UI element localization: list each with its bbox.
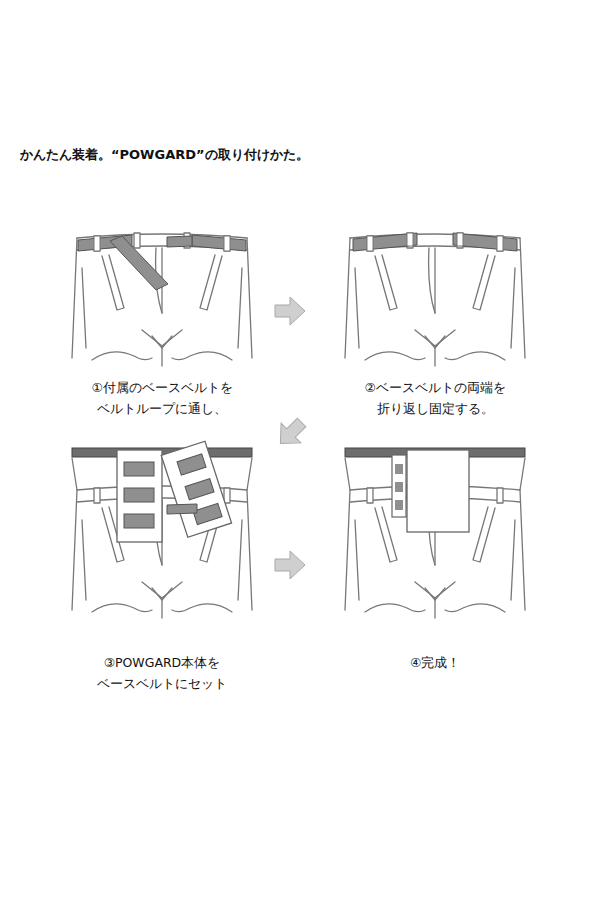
step-illustration bbox=[72, 441, 252, 618]
step-caption: ③POWGARD本体を ベースベルトにセット bbox=[62, 652, 262, 695]
step-illustration bbox=[345, 448, 525, 618]
step-arrow bbox=[270, 297, 311, 579]
step-caption: ④完成！ bbox=[335, 652, 535, 673]
step-caption: ②ベースベルトの両端を 折り返し固定する。 bbox=[335, 377, 535, 420]
step-caption: ①付属のベースベルトを ベルトループに通し、 bbox=[62, 377, 262, 420]
step-illustration bbox=[72, 233, 252, 366]
page-title: かんたん装着。“POWGARD”の取り付けかた。 bbox=[20, 146, 309, 164]
step-illustration bbox=[345, 233, 525, 366]
